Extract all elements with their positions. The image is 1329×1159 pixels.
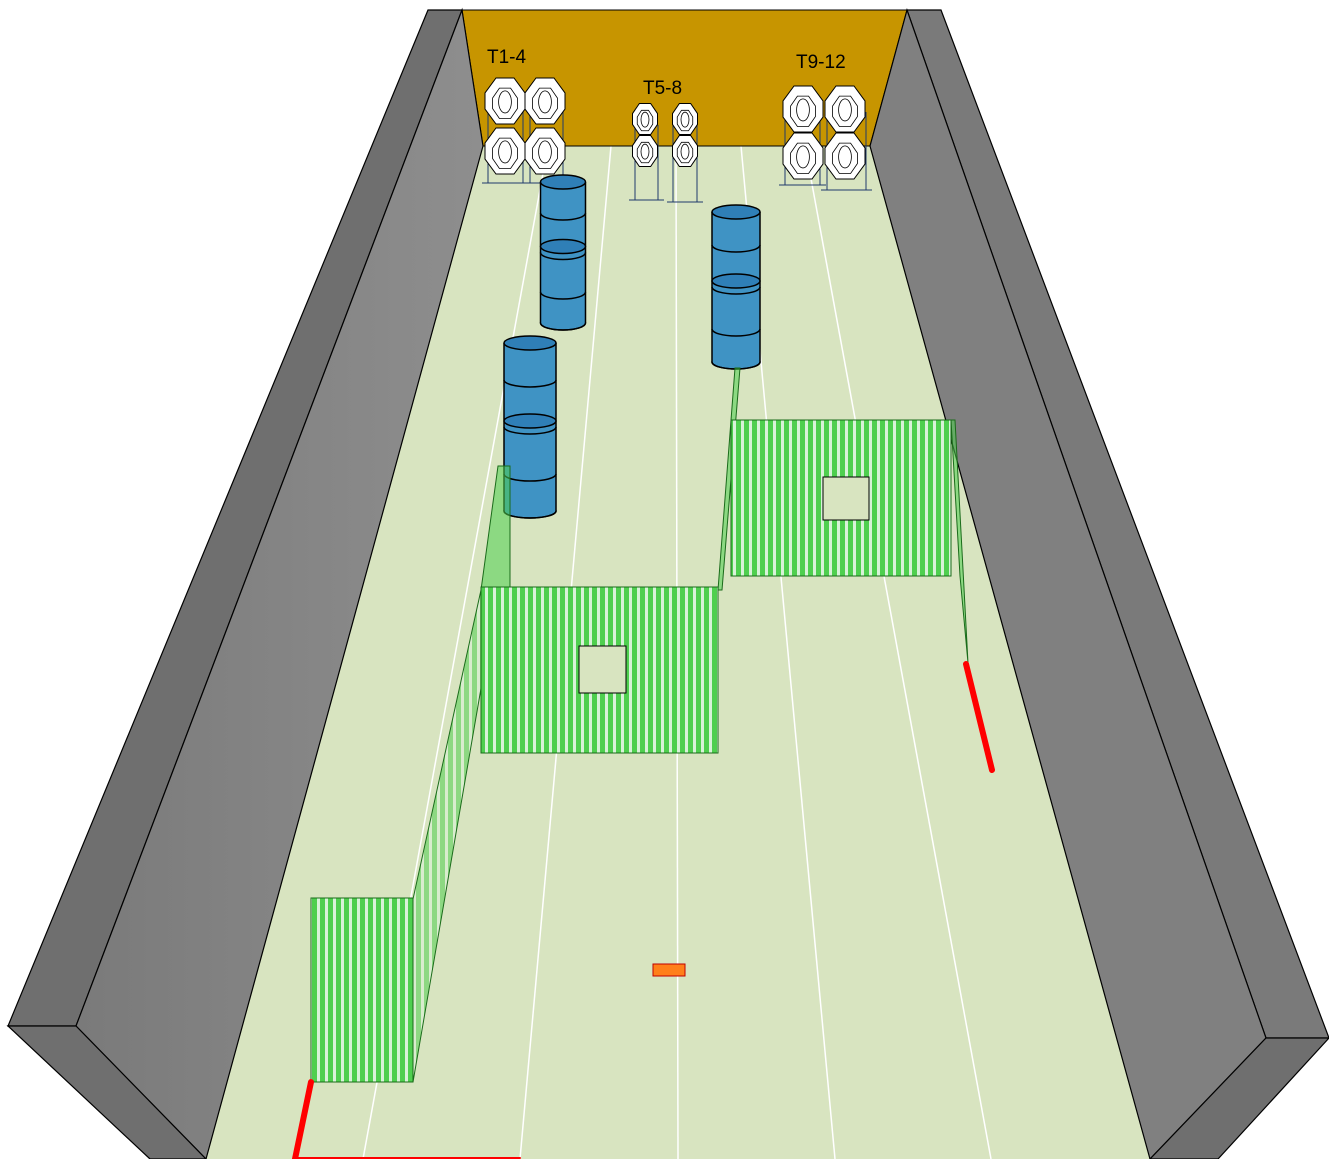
target-stand bbox=[629, 125, 664, 201]
target bbox=[672, 135, 698, 167]
target bbox=[524, 77, 566, 125]
left-wall bbox=[6, 7, 484, 1159]
fault-lines bbox=[292, 661, 995, 1159]
target-group-label-3: T9-12 bbox=[796, 52, 846, 73]
target bbox=[484, 127, 526, 175]
barrel-stacks bbox=[503, 174, 761, 519]
fault-line-left bbox=[292, 1079, 314, 1159]
target bbox=[632, 103, 658, 135]
barrier-wall-middle bbox=[480, 586, 719, 754]
target bbox=[824, 132, 866, 180]
target bbox=[782, 85, 824, 133]
target bbox=[484, 77, 526, 125]
target-group-label-1: T1-4 bbox=[487, 47, 527, 68]
barrel-stack-front-left bbox=[503, 335, 557, 519]
target-group-label-2: T5-8 bbox=[643, 78, 682, 99]
target bbox=[824, 85, 866, 133]
barrier-window-far bbox=[822, 476, 870, 521]
barrel-stack-rear-right bbox=[711, 204, 761, 370]
barrier-wall-far-right bbox=[730, 419, 952, 577]
target-stand bbox=[667, 125, 703, 203]
target bbox=[782, 132, 824, 180]
right-wall bbox=[869, 7, 1329, 1159]
paper-targets bbox=[482, 77, 872, 203]
start-position-marker bbox=[652, 963, 686, 977]
fault-line-right bbox=[963, 661, 995, 773]
barrier-wall-front-left bbox=[310, 897, 414, 1083]
target bbox=[632, 135, 658, 167]
target bbox=[672, 103, 698, 135]
target bbox=[524, 127, 566, 175]
barrel-stack-rear-left bbox=[539, 174, 587, 331]
barrier-window-middle bbox=[578, 645, 627, 694]
